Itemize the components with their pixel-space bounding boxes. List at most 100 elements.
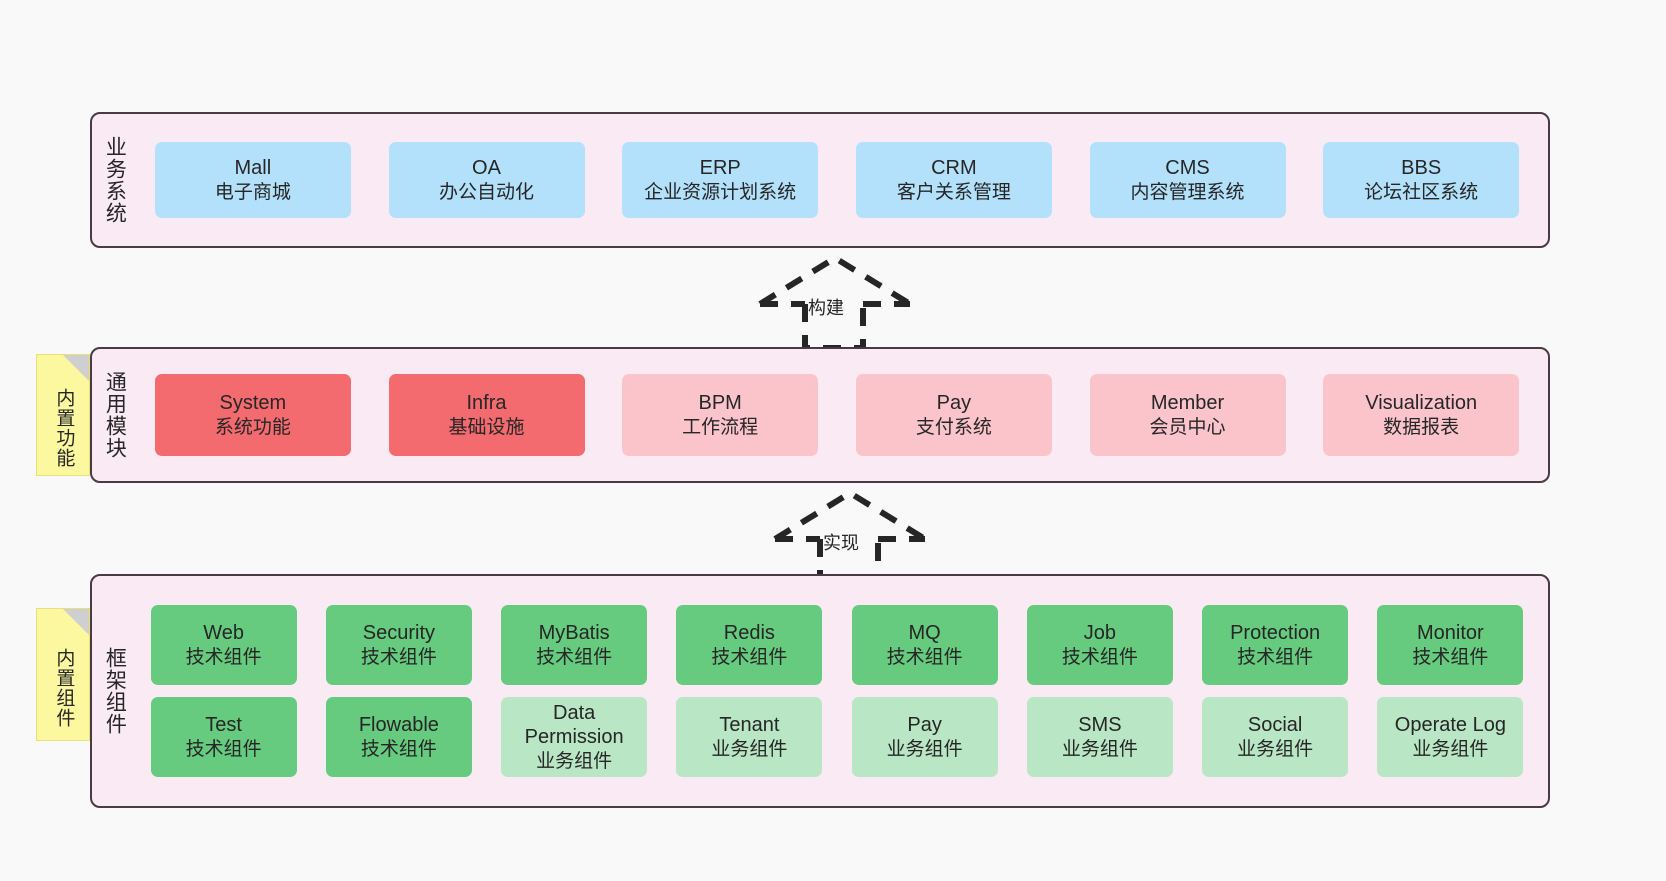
box-subtitle: 技术组件 <box>536 646 613 668</box>
box-subtitle: 技术组件 <box>711 646 788 668</box>
note-builtin-function: 内置功能 <box>36 354 90 476</box>
layer-framework-component-label: 框架组件 <box>103 647 127 735</box>
box-title: CRM <box>931 157 977 180</box>
layer-common-module-label: 通用模块 <box>103 371 127 459</box>
box-subtitle: 内容管理系统 <box>1130 181 1245 203</box>
box-title: System <box>219 392 287 415</box>
box-subtitle: 技术组件 <box>360 646 437 668</box>
note-builtin-function-text: 内置功能 <box>53 388 75 468</box>
box-title: Protection <box>1230 622 1321 645</box>
connector-implement: 实现 <box>765 487 935 587</box>
box-title: Social <box>1247 714 1303 737</box>
box-title: CMS <box>1165 157 1210 180</box>
connector-build-label: 构建 <box>808 298 844 318</box>
box-subtitle: 业务组件 <box>886 738 963 760</box>
box-title: Pay <box>907 714 942 737</box>
box-subtitle: 业务组件 <box>1412 738 1489 760</box>
box-title: Mall <box>234 157 272 180</box>
box-title: ERP <box>699 157 741 180</box>
box-title: Infra <box>466 392 507 415</box>
layer-business-system-label: 业务系统 <box>103 136 127 224</box>
note-builtin-component: 内置组件 <box>36 608 90 741</box>
box-title: Pay <box>936 392 972 415</box>
box-subtitle: 企业资源计划系统 <box>644 181 797 203</box>
box-title: SMS <box>1078 714 1122 737</box>
box-subtitle: 业务组件 <box>536 750 613 772</box>
box-subtitle: 基础设施 <box>448 416 525 438</box>
box-title: OA <box>472 157 501 180</box>
box-title: Tenant <box>719 714 780 737</box>
box-subtitle: 数据报表 <box>1383 416 1460 438</box>
box-title: Monitor <box>1417 622 1484 645</box>
box-subtitle: 技术组件 <box>1237 646 1314 668</box>
box-subtitle: 技术组件 <box>1412 646 1489 668</box>
box-subtitle: 电子商城 <box>214 181 291 203</box>
box-subtitle: 业务组件 <box>1237 738 1314 760</box>
note-builtin-component-text: 内置组件 <box>53 647 75 728</box>
box-title: Redis <box>723 622 775 645</box>
box-title: BBS <box>1401 157 1442 180</box>
box-title: Flowable <box>358 714 439 737</box>
note-fold-icon <box>63 355 89 381</box>
box-title: Test <box>205 714 242 737</box>
box-subtitle: 工作流程 <box>682 416 759 438</box>
box-subtitle: 系统功能 <box>214 416 291 438</box>
box-title: Job <box>1083 622 1116 645</box>
box-subtitle: 业务组件 <box>711 738 788 760</box>
